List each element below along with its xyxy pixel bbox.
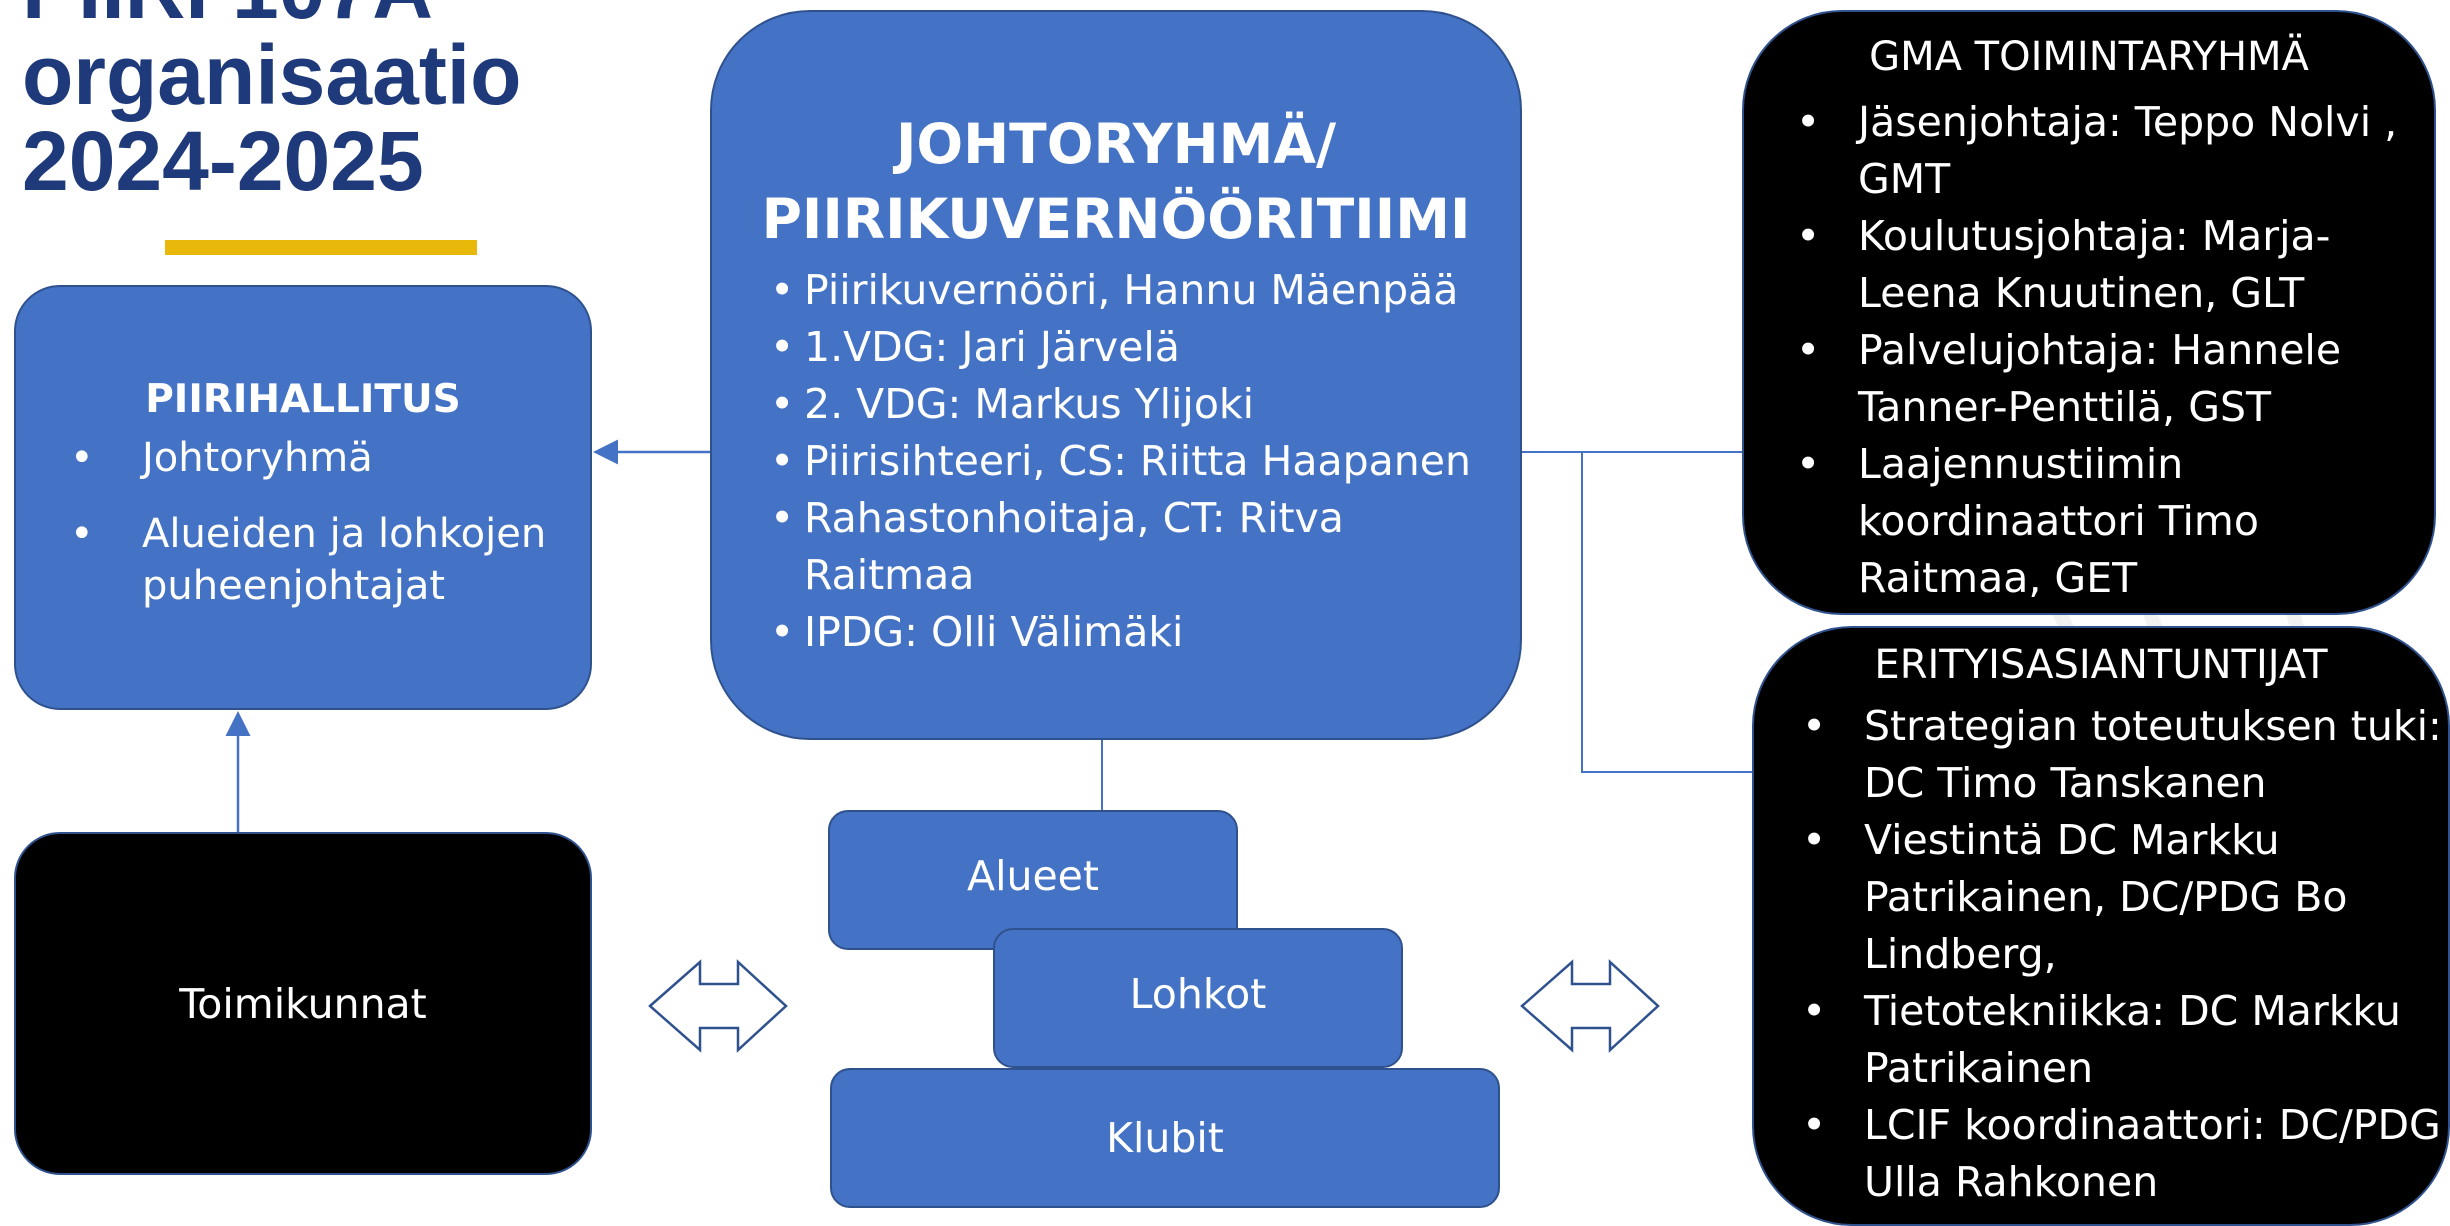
gma-heading: GMA TOIMINTARYHMÄ xyxy=(1869,34,2309,80)
title-line-3: 2024-2025 xyxy=(22,114,424,208)
list-item: Rahastonhoitaja, CT: Ritva Raitmaa xyxy=(762,490,1482,604)
gma-box: GMA TOIMINTARYHMÄ Jäsenjohtaja: Teppo No… xyxy=(1742,10,2436,615)
toimikunnat-label: Toimikunnat xyxy=(179,979,427,1028)
list-item: 1.VDG: Jari Järvelä xyxy=(762,319,1482,376)
list-item: Koulutusjohtaja: Marja-Leena Knuutinen, … xyxy=(1786,208,2426,322)
klubit-label: Klubit xyxy=(1106,1114,1224,1162)
johtoryhma-box: JOHTORYHMÄ/ PIIRIKUVERNÖÖRITIIMI Piiriku… xyxy=(710,10,1522,740)
piirihallitus-box: PIIRIHALLITUS Johtoryhmä Alueiden ja loh… xyxy=(14,285,592,710)
toimikunnat-box: Toimikunnat xyxy=(14,832,592,1175)
erityisasiantuntijat-box: ERITYISASIANTUNTIJAT Strategian toteutuk… xyxy=(1752,626,2450,1226)
lohkot-box: Lohkot xyxy=(993,928,1403,1068)
list-item: Palvelujohtaja: Hannele Tanner-Penttilä,… xyxy=(1786,322,2426,436)
klubit-box: Klubit xyxy=(830,1068,1500,1208)
title-line-1: PIIRI 107A xyxy=(22,0,521,32)
double-arrow-icon-right xyxy=(1520,959,1660,1053)
list-item: Jäsenjohtaja: Teppo Nolvi , GMT xyxy=(1786,94,2426,208)
johtoryhma-heading-line-1: JOHTORYHMÄ/ xyxy=(895,112,1337,176)
list-item: 2. VDG: Markus Ylijoki xyxy=(762,376,1482,433)
list-item: Viestintä DC Markku Patrikainen, DC/PDG … xyxy=(1792,812,2442,983)
erityisasiantuntijat-heading: ERITYISASIANTUNTIJAT xyxy=(1874,642,2328,688)
erityisasiantuntijat-list: Strategian toteutuksen tuki: DC Timo Tan… xyxy=(1792,698,2442,1211)
alueet-label: Alueet xyxy=(967,852,1099,900)
double-arrow-icon-left xyxy=(648,959,788,1053)
johtoryhma-heading: JOHTORYHMÄ/ PIIRIKUVERNÖÖRITIIMI xyxy=(712,107,1520,257)
title-line-2: organisaatio xyxy=(22,28,522,122)
list-item: Tietotekniikka: DC Markku Patrikainen xyxy=(1792,983,2442,1097)
johto-to-erit-line xyxy=(1581,452,1755,773)
johtoryhma-heading-line-2: PIIRIKUVERNÖÖRITIIMI xyxy=(761,187,1471,251)
list-item: Piirikuvernööri, Hannu Mäenpää xyxy=(762,262,1482,319)
johtoryhma-list: Piirikuvernööri, Hannu Mäenpää 1.VDG: Ja… xyxy=(762,262,1482,661)
list-item: Johtoryhmä xyxy=(56,432,590,484)
piirihallitus-heading: PIIRIHALLITUS xyxy=(145,377,461,422)
list-item: LCIF koordinaattori: DC/PDG Ulla Rahkone… xyxy=(1792,1097,2442,1211)
list-item: Piirisihteeri, CS: Riitta Haapanen xyxy=(762,433,1482,490)
page-title: PIIRI 107A organisaatio 2024-2025 xyxy=(22,0,521,204)
list-item: Alueiden ja lohkojen puheenjohtajat xyxy=(56,508,590,612)
piirihallitus-list: Johtoryhmä Alueiden ja lohkojen puheenjo… xyxy=(56,432,590,636)
alueet-box: Alueet xyxy=(828,810,1238,950)
list-item: Strategian toteutuksen tuki: DC Timo Tan… xyxy=(1792,698,2442,812)
lohkot-label: Lohkot xyxy=(1129,970,1267,1018)
list-item: IPDG: Olli Välimäki xyxy=(762,604,1482,661)
title-underline xyxy=(165,240,477,255)
gma-list: Jäsenjohtaja: Teppo Nolvi , GMT Koulutus… xyxy=(1786,94,2426,607)
list-item: Laajennustiimin koordinaattori Timo Rait… xyxy=(1786,436,2426,607)
